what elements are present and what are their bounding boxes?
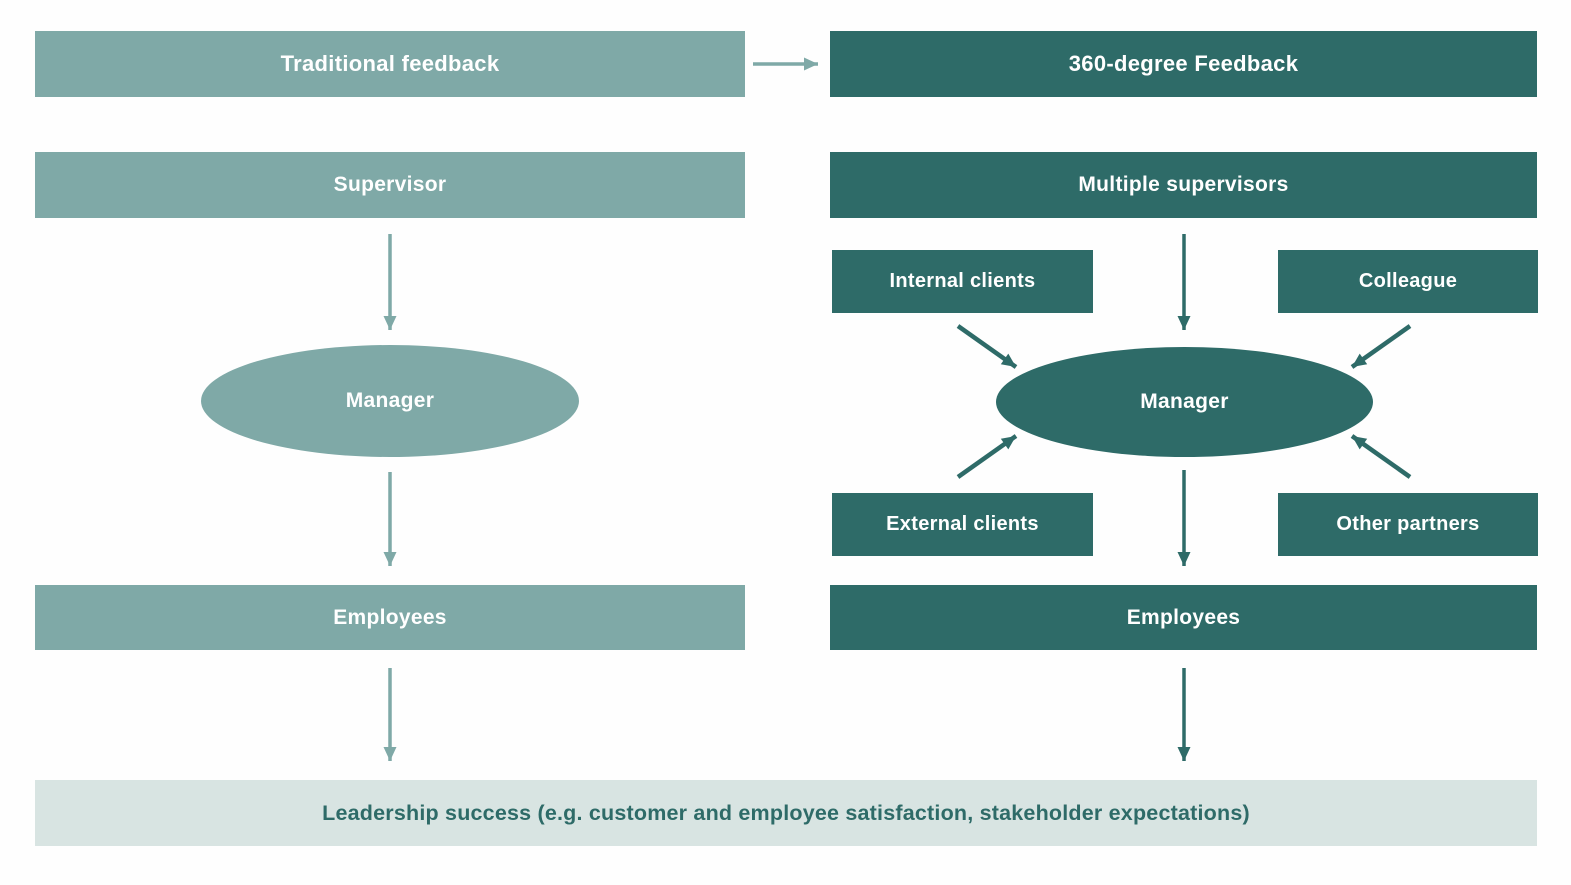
- leadership-success-bar: Leadership success (e.g. customer and em…: [35, 780, 1537, 846]
- internal-clients-box: Internal clients: [832, 250, 1093, 313]
- degree360-feedback-header: 360-degree Feedback: [830, 31, 1537, 97]
- manager-ellipse-left: Manager: [201, 345, 579, 457]
- arrow-other-partners-to-manager: [1350, 434, 1412, 479]
- colleague-label: Colleague: [1358, 270, 1458, 292]
- employees-label-right: Employees: [1126, 605, 1241, 629]
- traditional-feedback-header: Traditional feedback: [35, 31, 745, 97]
- employees-label-left: Employees: [333, 605, 447, 629]
- leadership-success-label: Leadership success (e.g. customer and em…: [322, 800, 1250, 825]
- external-clients-label: External clients: [886, 513, 1039, 535]
- colleague-box: Colleague: [1278, 250, 1538, 313]
- external-clients-box: External clients: [832, 493, 1093, 556]
- manager-ellipse-right: Manager: [996, 347, 1373, 457]
- multiple-supervisors-box: Multiple supervisors: [830, 152, 1537, 218]
- employees-box-left: Employees: [35, 585, 745, 650]
- supervisor-label: Supervisor: [333, 173, 447, 196]
- degree360-feedback-label: 360-degree Feedback: [1068, 51, 1299, 76]
- arrow-colleague-to-manager: [1350, 324, 1412, 369]
- employees-box-right: Employees: [830, 585, 1537, 650]
- other-partners-label: Other partners: [1336, 513, 1480, 535]
- arrow-external-clients-to-manager: [956, 434, 1018, 479]
- arrow-internal-clients-to-manager: [956, 324, 1018, 369]
- manager-label-right: Manager: [1140, 390, 1229, 413]
- other-partners-box: Other partners: [1278, 493, 1538, 556]
- multiple-supervisors-label: Multiple supervisors: [1078, 173, 1289, 196]
- internal-clients-label: Internal clients: [889, 270, 1036, 292]
- traditional-feedback-label: Traditional feedback: [280, 51, 500, 76]
- manager-label-left: Manager: [345, 389, 435, 412]
- supervisor-box: Supervisor: [35, 152, 745, 218]
